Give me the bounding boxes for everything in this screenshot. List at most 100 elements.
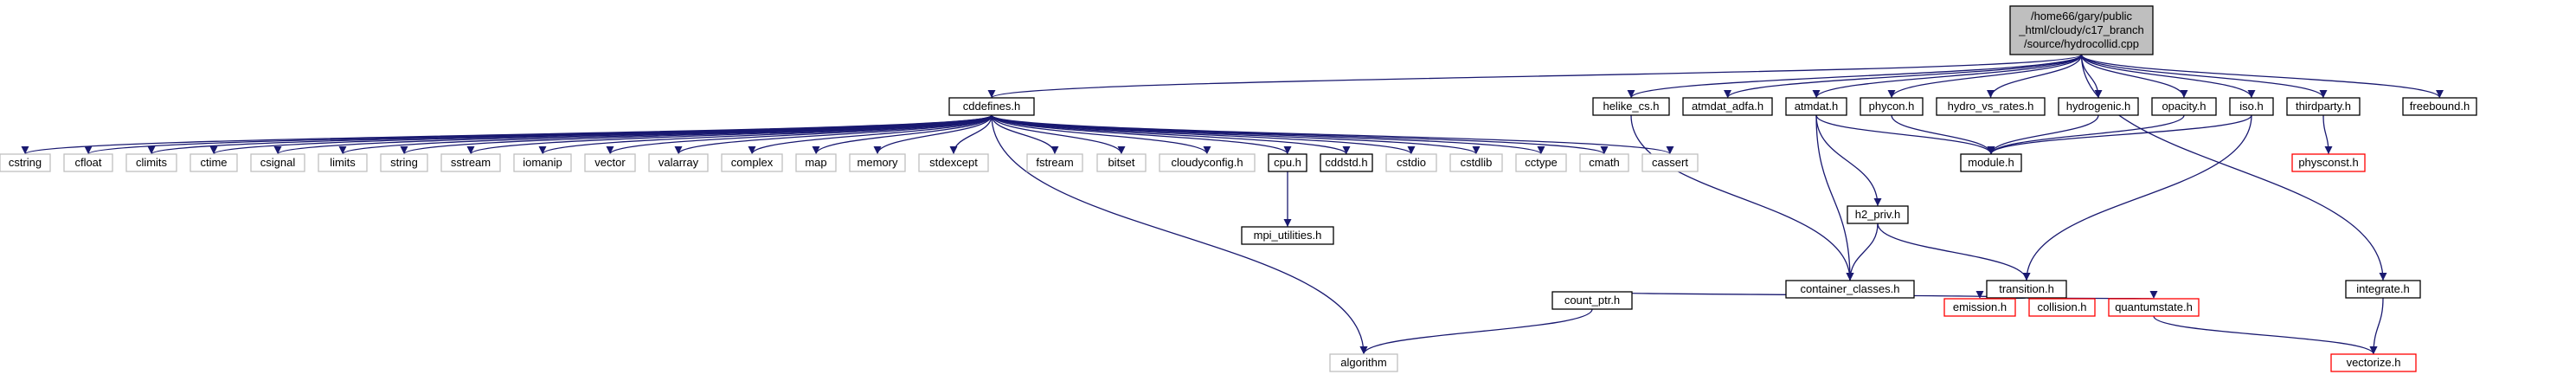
node-string: string [380, 153, 428, 172]
edge-cddefines-to-cddstd [991, 114, 1351, 155]
edge-atmdat-to-h2_priv [1815, 114, 1882, 207]
node-cpu[interactable]: cpu.h [1268, 153, 1307, 172]
node-ctime: ctime [190, 153, 238, 172]
node-map: map [795, 153, 837, 172]
node-box-phycon [1860, 97, 1924, 116]
node-label-transition: transition.h [1999, 282, 2054, 295]
node-label-helike_cs: helike_cs.h [1603, 100, 1659, 113]
node-integrate[interactable]: integrate.h [2345, 280, 2421, 299]
node-limits: limits [318, 153, 368, 172]
edge-integrate-to-vectorize [2369, 297, 2384, 355]
node-label-cfloat: cfloat [74, 156, 101, 169]
node-label-emission: emission.h [1953, 300, 2007, 313]
node-cstdlib: cstdlib [1449, 153, 1503, 172]
edge-cddefines-to-valarray [674, 114, 992, 155]
node-hydro_vs_rates[interactable]: hydro_vs_rates.h [1936, 97, 2046, 116]
node-opacity[interactable]: opacity.h [2151, 97, 2217, 116]
node-sstream: sstream [440, 153, 501, 172]
edge-cddefines-to-cassert [991, 114, 1674, 155]
node-box-cddefines [948, 97, 1035, 116]
edge-layer [21, 54, 2444, 355]
node-freebound[interactable]: freebound.h [2402, 97, 2477, 116]
node-box-csignal [250, 153, 305, 172]
node-root[interactable]: /home66/gary/public_html/cloudy/c17_bran… [2009, 5, 2154, 55]
edge-cddefines-to-stdexcept [949, 114, 992, 155]
node-box-stdexcept [918, 153, 989, 172]
node-mpi_utilities[interactable]: mpi_utilities.h [1241, 226, 1334, 245]
edge-root-to-cddefines [987, 54, 2083, 99]
node-cddstd[interactable]: cddstd.h [1320, 153, 1373, 172]
node-cddefines[interactable]: cddefines.h [948, 97, 1035, 116]
node-emission[interactable]: emission.h [1943, 298, 2016, 317]
node-box-helike_cs [1592, 97, 1670, 116]
node-box-root [2009, 5, 2154, 55]
node-box-transition [1986, 280, 2067, 299]
node-box-freebound [2402, 97, 2477, 116]
node-label-phycon: phycon.h [1869, 100, 1915, 113]
node-box-h2_priv [1847, 205, 1909, 224]
edge-h2_priv-to-transition [1877, 223, 2031, 281]
node-label-container_classes: container_classes.h [1801, 282, 1900, 295]
node-module[interactable]: module.h [1960, 153, 2022, 172]
node-label-physconst: physconst.h [2298, 156, 2358, 169]
edge-cddefines-to-memory [873, 114, 992, 155]
node-box-cctype [1515, 153, 1567, 172]
node-box-string [380, 153, 428, 172]
edge-cddefines-to-cloudyconfig [991, 114, 1211, 155]
node-label-iso: iso.h [2239, 100, 2263, 113]
node-label-fstream: fstream [1036, 156, 1073, 169]
node-atmdat[interactable]: atmdat.h [1785, 97, 1847, 116]
node-label-cddstd: cddstd.h [1325, 156, 1367, 169]
node-stdexcept: stdexcept [918, 153, 989, 172]
node-fstream: fstream [1026, 153, 1083, 172]
edge-cddefines-to-fstream [991, 114, 1059, 155]
edge-root-to-atmdat [1812, 54, 2083, 99]
edge-cddefines-to-bitset [991, 114, 1126, 155]
node-label-freebound: freebound.h [2410, 100, 2470, 113]
node-cfloat: cfloat [63, 153, 113, 172]
node-count_ptr[interactable]: count_ptr.h [1551, 291, 1633, 310]
node-hydrogenic[interactable]: hydrogenic.h [2058, 97, 2139, 116]
edge-helike_cs-to-container_classes [1630, 114, 1854, 281]
node-quantumstate[interactable]: quantumstate.h [2108, 298, 2200, 317]
node-label-cpu: cpu.h [1274, 156, 1301, 169]
node-label-opacity: opacity.h [2162, 100, 2206, 113]
node-helike_cs[interactable]: helike_cs.h [1592, 97, 1670, 116]
node-collision[interactable]: collision.h [2028, 298, 2096, 317]
edge-cddefines-to-algorithm [991, 114, 1368, 355]
node-phycon[interactable]: phycon.h [1860, 97, 1924, 116]
node-cloudyconfig: cloudyconfig.h [1159, 153, 1256, 172]
node-label-cloudyconfig: cloudyconfig.h [1171, 156, 1243, 169]
node-label-limits: limits [330, 156, 356, 169]
edge-iso-to-module [1987, 114, 2252, 155]
node-thirdparty[interactable]: thirdparty.h [2286, 97, 2361, 116]
node-label-count_ptr: count_ptr.h [1564, 294, 1620, 307]
node-box-collision [2028, 298, 2096, 317]
node-box-physconst [2291, 153, 2366, 172]
node-box-thirdparty [2286, 97, 2361, 116]
node-iso[interactable]: iso.h [2229, 97, 2274, 116]
node-box-memory [849, 153, 906, 172]
node-cassert: cassert [1641, 153, 1699, 172]
node-transition[interactable]: transition.h [1986, 280, 2067, 299]
node-physconst[interactable]: physconst.h [2291, 153, 2366, 172]
node-csignal: csignal [250, 153, 305, 172]
node-h2_priv[interactable]: h2_priv.h [1847, 205, 1909, 224]
node-atmdat_adfa[interactable]: atmdat_adfa.h [1682, 97, 1773, 116]
node-box-module [1960, 153, 2022, 172]
node-vectorize[interactable]: vectorize.h [2330, 353, 2417, 372]
node-valarray: valarray [648, 153, 709, 172]
node-box-atmdat_adfa [1682, 97, 1773, 116]
node-label-algorithm: algorithm [1340, 356, 1386, 369]
node-label-mpi_utilities: mpi_utilities.h [1254, 229, 1322, 242]
node-container_classes[interactable]: container_classes.h [1785, 280, 1915, 299]
node-box-complex [721, 153, 783, 172]
node-box-container_classes [1785, 280, 1915, 299]
node-label-vectorize: vectorize.h [2347, 356, 2401, 369]
node-box-hydrogenic [2058, 97, 2139, 116]
edge-root-to-helike_cs [1627, 54, 2083, 99]
node-box-cstdlib [1449, 153, 1503, 172]
node-label-iomanip: iomanip [523, 156, 562, 169]
node-box-vectorize [2330, 353, 2417, 372]
edge-root-to-atmdat_adfa [1724, 54, 2083, 99]
